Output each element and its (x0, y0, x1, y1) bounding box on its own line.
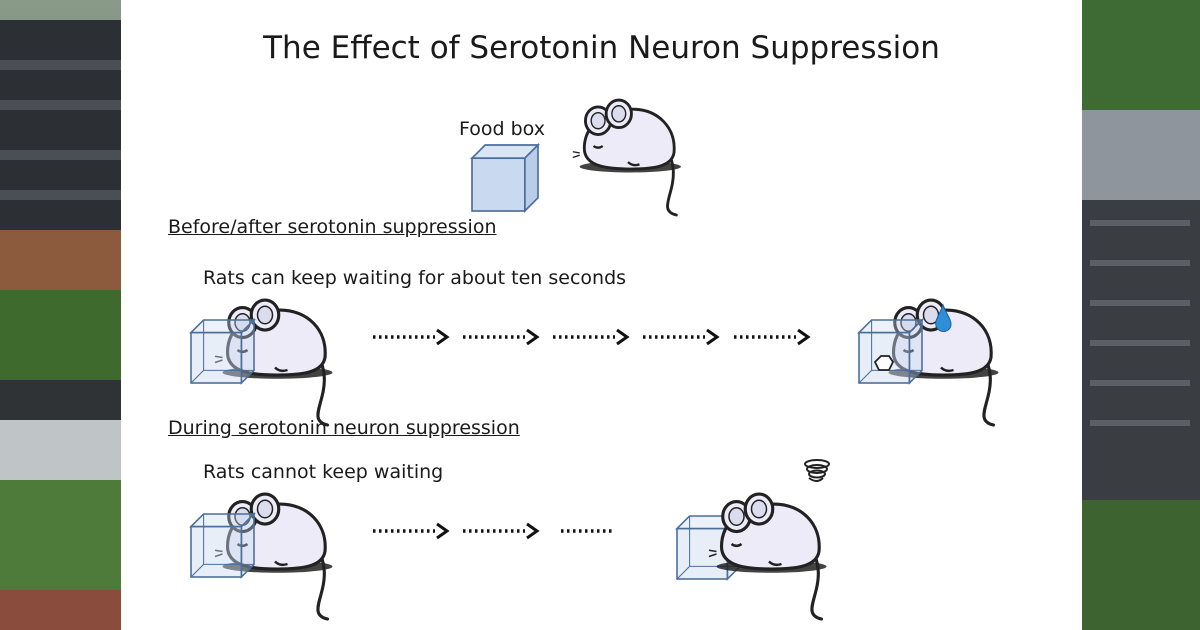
food-box-icon (190, 513, 255, 578)
dotted-arrow-icon (732, 328, 810, 346)
dotted-arrow-icon (551, 328, 629, 346)
food-pellet-icon (873, 355, 895, 371)
rat-icon (571, 98, 683, 217)
slide-title: The Effect of Serotonin Neuron Suppressi… (263, 30, 940, 66)
section1-heading: Before/after serotonin suppression (168, 216, 497, 238)
slide-panel: The Effect of Serotonin Neuron Suppressi… (121, 0, 1082, 630)
dotted-arrow-icon (461, 328, 539, 346)
dotted-arrow-icon (641, 328, 719, 346)
food-box-label: Food box (459, 118, 545, 140)
sweat-drop-icon (935, 303, 952, 332)
diagram-art (190, 98, 1001, 621)
food-box-icon (190, 319, 255, 384)
section2-caption: Rats cannot keep waiting (203, 461, 444, 483)
dotted-arrow-icon (371, 328, 449, 346)
dotted-arrow-icon (461, 522, 539, 540)
food-box-icon (471, 144, 539, 212)
section2-heading: During serotonin neuron suppression (168, 417, 520, 439)
dotted-arrow-icon (371, 522, 449, 540)
dizzy-swirl-icon (804, 459, 830, 482)
rat-icon (707, 492, 829, 621)
section1-caption: Rats can keep waiting for about ten seco… (203, 267, 627, 289)
food-box-icon (858, 319, 923, 384)
